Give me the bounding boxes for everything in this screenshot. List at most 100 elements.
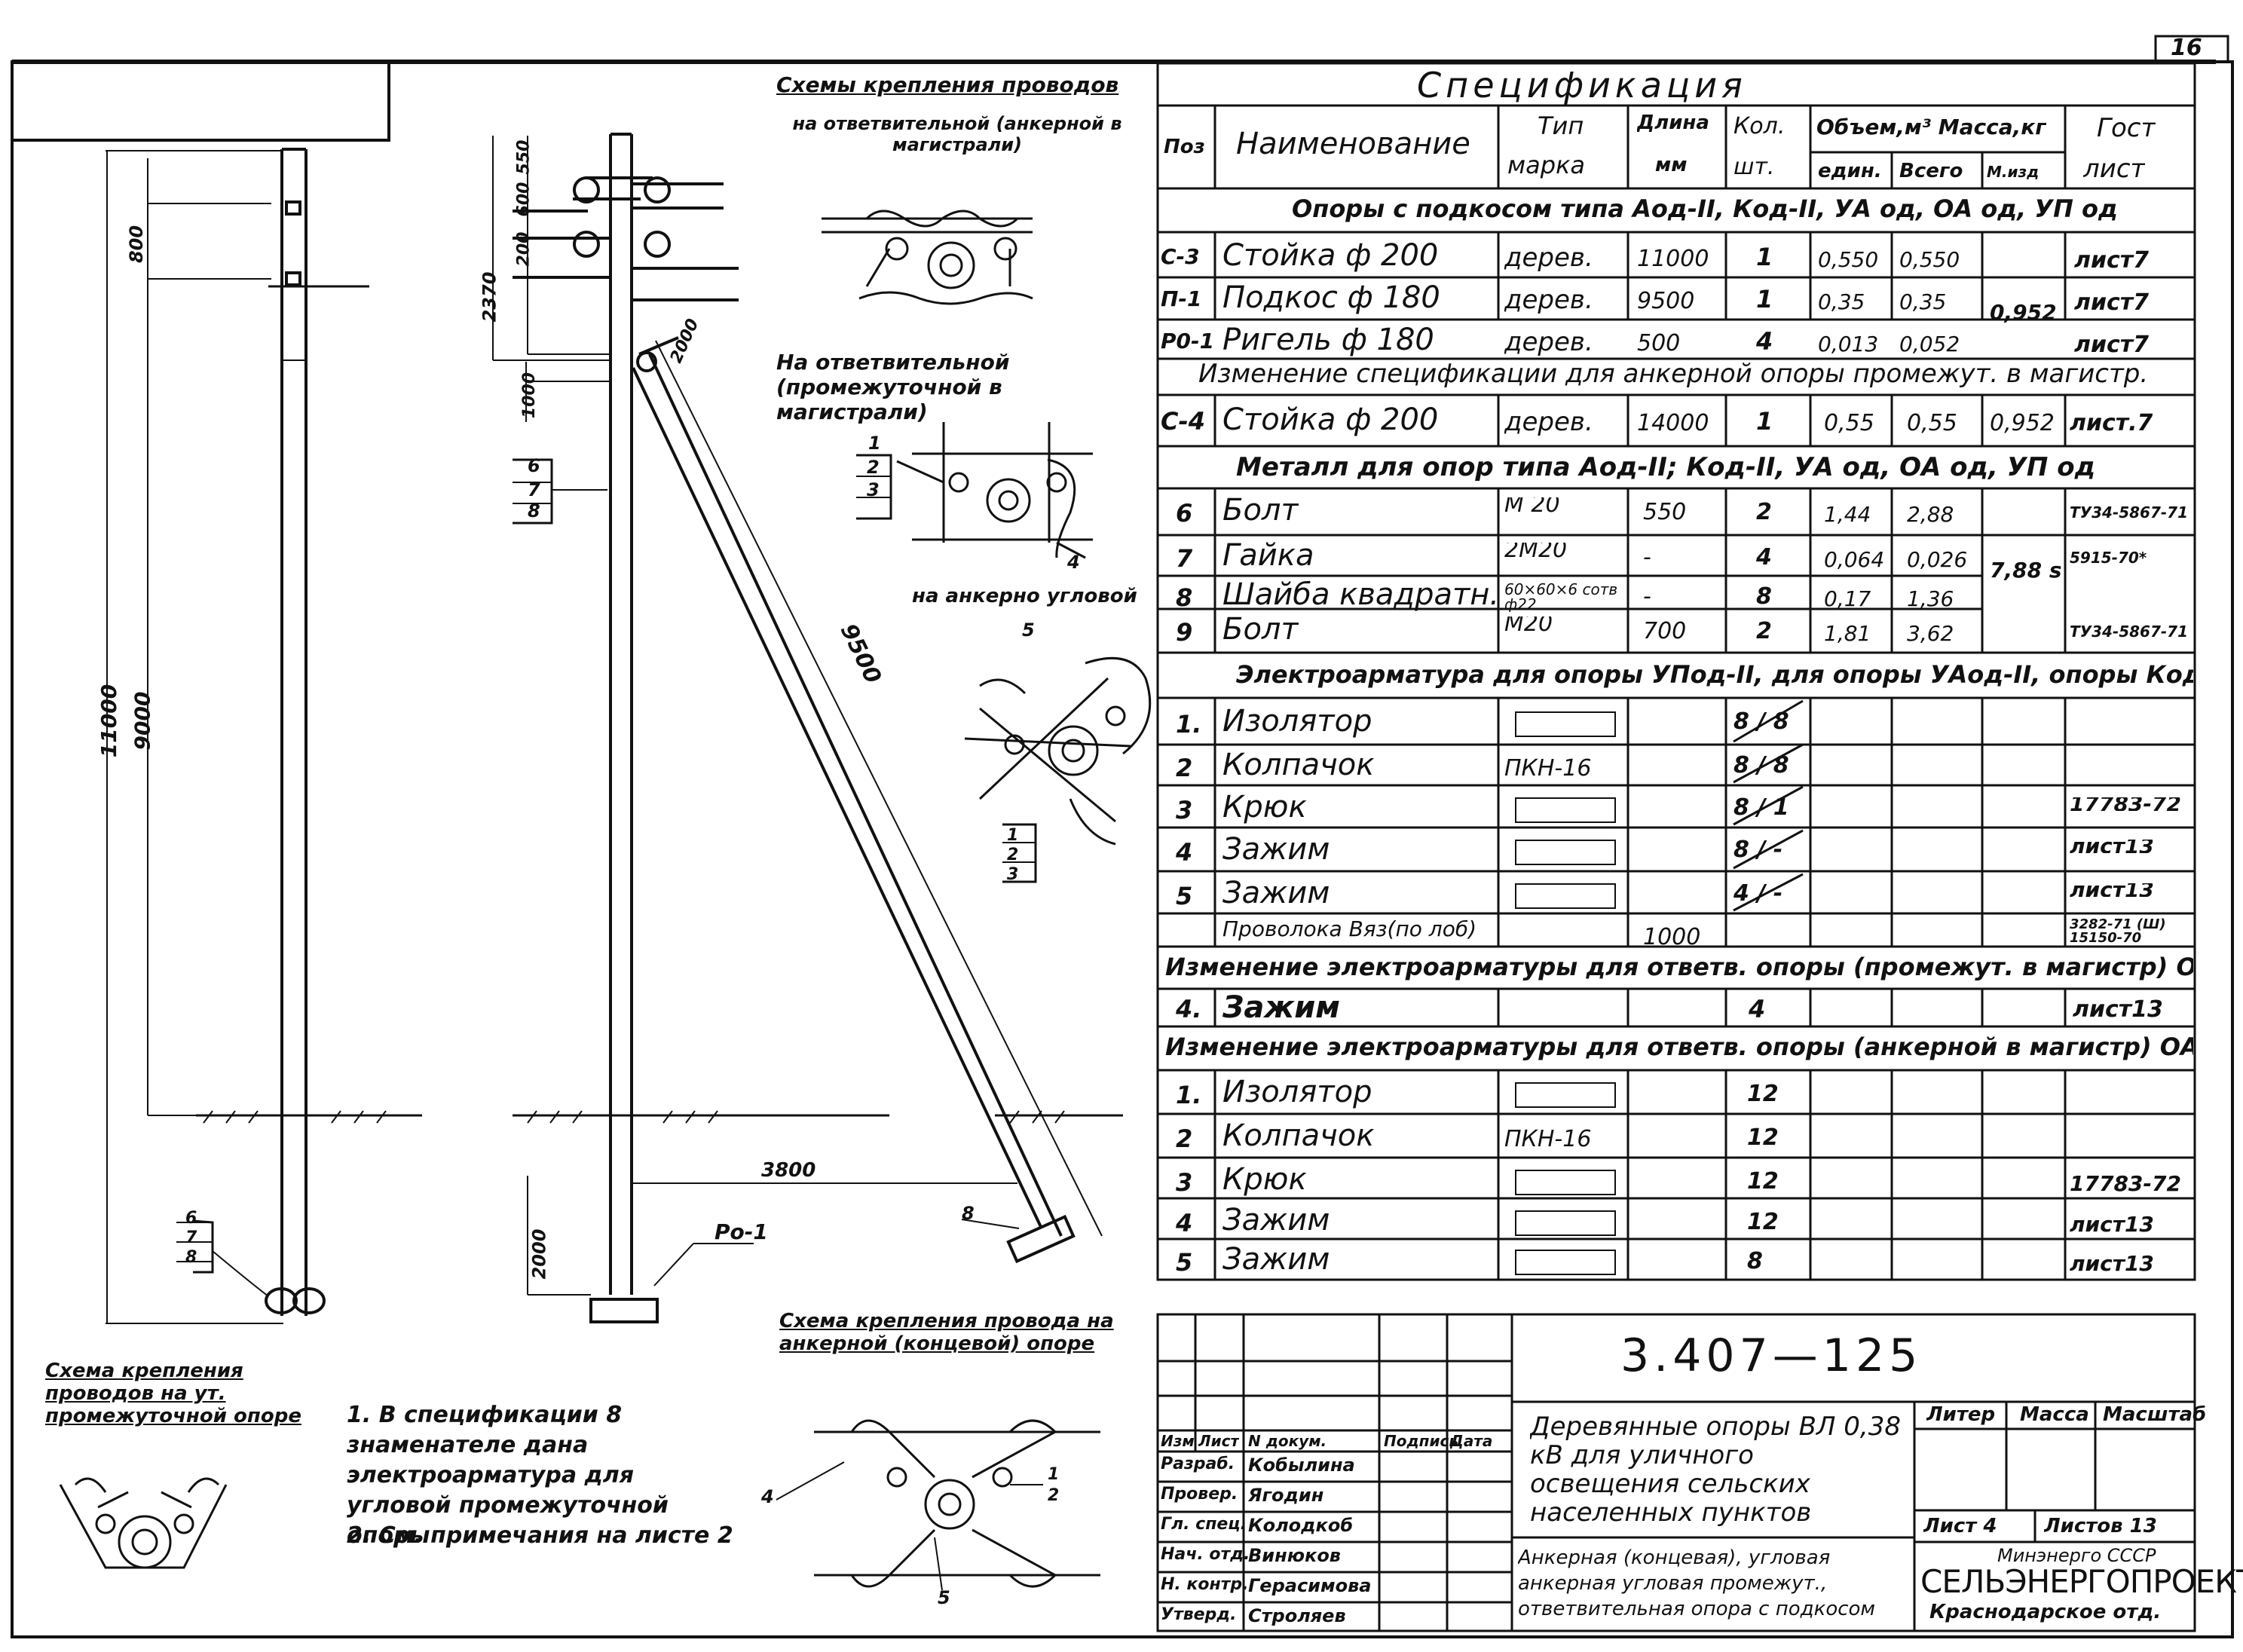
liter-label: Литер — [1926, 1403, 1996, 1426]
row-qty: 1 — [1756, 285, 1773, 314]
signer-role: Гл. спец. — [1161, 1515, 1247, 1534]
row5-name: Зажим — [1222, 990, 1340, 1025]
callout-4: 4 — [761, 1486, 774, 1507]
callout-8: 8 — [528, 500, 540, 522]
col-head-per-item: М.изд — [1987, 163, 2040, 181]
row-qty: 8 / - — [1734, 837, 1783, 863]
row2-mass: 0,952 — [1990, 410, 2055, 436]
scheme-left-title: Схема крепления проводов на ут. промежут… — [45, 1360, 301, 1427]
title-block-grid — [1156, 1313, 2196, 1632]
row-type: ПКН-16 — [1504, 1126, 1592, 1152]
row2-unit: 0,55 — [1824, 410, 1874, 436]
row-len: - — [1643, 583, 1651, 610]
row-name: Зажим — [1222, 1242, 1330, 1277]
label-ro1: Ро-1 — [715, 1219, 768, 1244]
mass-total-3: 7,88 s — [1990, 558, 2062, 583]
row2-len: 14000 — [1637, 410, 1709, 436]
row-name: Колпачок — [1222, 748, 1375, 782]
dept-name: Краснодарское отд. — [1929, 1601, 2162, 1623]
row-pos: 4 — [1176, 838, 1193, 867]
section-heading: Изменение электроарматуры для ответв. оп… — [1165, 1032, 2193, 1061]
row-len: 550 — [1643, 499, 1687, 525]
callout-1: 1 — [1048, 1465, 1060, 1484]
section-heading: Опоры с подкосом типа Аод-II, Код-II, УА… — [1292, 194, 2118, 223]
row-pos: 9 — [1176, 618, 1193, 647]
row2-name: Стойка ф 200 — [1222, 402, 1439, 437]
row-pos: 5 — [1176, 882, 1193, 910]
row-pos: 1. — [1176, 1081, 1202, 1109]
col-head-pos: Поз — [1164, 136, 1205, 158]
spec-title: Спецификация — [1417, 65, 1747, 106]
blank-type-box — [1515, 1210, 1616, 1236]
row-gost: ТУ34-5867-71 — [2070, 503, 2188, 522]
title-col-head: N докум. — [1248, 1432, 1327, 1450]
row-pos: 5 — [1176, 1248, 1193, 1277]
col-head-volume-mass: Объем,м³ Масса,кг — [1816, 115, 2046, 139]
scheme-anchor — [964, 656, 1152, 846]
ministry-label: Минэнерго СССР — [1997, 1545, 2156, 1566]
row-total: 2,88 — [1907, 502, 1954, 527]
section-heading: Металл для опор типа Аод-II; Код-II, УА … — [1236, 452, 2096, 482]
row-qty: 8 / 8 — [1734, 708, 1789, 735]
signer-role: Провер. — [1161, 1485, 1238, 1504]
single-pole — [106, 148, 369, 1324]
corner-stamp — [11, 60, 390, 142]
row-qty: 8 / 1 — [1734, 794, 1789, 821]
row-total: 0,550 — [1899, 247, 1960, 272]
row-pos: 8 — [1176, 583, 1193, 612]
row-type: 60×60×6 сотв ф22 — [1504, 582, 1618, 612]
row-type: дерев. — [1504, 243, 1593, 273]
row-total: 0,052 — [1899, 332, 1960, 356]
section-heading: Изменение электроарматуры для ответв. оп… — [1165, 953, 2193, 981]
row-len: 700 — [1643, 618, 1687, 644]
row-qty: 8 / 8 — [1734, 752, 1789, 779]
blank-type-box — [1515, 1170, 1616, 1195]
callout-2: 2 — [867, 457, 880, 478]
row-name: Крюк — [1222, 1162, 1307, 1197]
row-name: Шайба квадратн. — [1222, 577, 1500, 612]
col-head-type-bottom: марка — [1507, 151, 1585, 179]
row-name: Изолятор — [1222, 704, 1372, 739]
row-unit: 0,550 — [1818, 247, 1879, 272]
row-unit: 0,013 — [1818, 332, 1879, 356]
col-head-length-bottom: мм — [1655, 154, 1688, 176]
title-col-head: Подпись — [1384, 1432, 1458, 1450]
blank-type-box — [1515, 840, 1616, 865]
signer-name: Ягодин — [1248, 1485, 1324, 1506]
row-gost: лист13 — [2070, 840, 2154, 853]
scheme-bottom-title: Схема крепления провода на анкерной (кон… — [779, 1310, 1114, 1355]
row2-total: 0,55 — [1907, 410, 1957, 436]
row-qty: 1 — [1756, 243, 1773, 271]
callout-2: 2 — [1007, 846, 1019, 864]
strut-pole — [492, 133, 1103, 1323]
blank-type-box — [1515, 797, 1616, 823]
row-qty: 4 — [1756, 327, 1773, 356]
row-type: дерев. — [1504, 327, 1593, 357]
row-total: 0,35 — [1899, 289, 1947, 314]
row-type: ПКН-16 — [1504, 755, 1592, 782]
mass-label: Масса — [2020, 1403, 2089, 1426]
row-len: 1000 — [1643, 924, 1701, 950]
row-name: Колпачок — [1222, 1118, 1375, 1153]
row-qty: 8 — [1756, 583, 1772, 610]
col-head-name: Наименование — [1236, 127, 1470, 161]
title-col-head: Изм — [1161, 1432, 1195, 1450]
row-pos: 2 — [1176, 1124, 1193, 1153]
signer-role: Утверд. — [1161, 1605, 1237, 1624]
callout-7: 7 — [528, 479, 540, 500]
signer-role: Н. контр. — [1161, 1575, 1249, 1594]
row-len: 500 — [1637, 330, 1681, 356]
row-qty: 8 — [1747, 1248, 1763, 1274]
row-gost: лист13 — [2070, 1251, 2154, 1276]
spec-grid — [1156, 62, 2196, 1281]
callout-1: 1 — [1007, 826, 1019, 845]
col-head-gost-top: Гост — [2097, 113, 2156, 143]
row-gost: ТУ34-5867-71 — [2070, 623, 2188, 641]
signer-name: Строляев — [1248, 1605, 1346, 1626]
callout-3: 3 — [867, 479, 880, 500]
row-qty: 12 — [1747, 1209, 1779, 1235]
row-type: М 20 — [1504, 497, 1560, 512]
row-unit: 0,17 — [1824, 586, 1871, 611]
row-pos: 1. — [1176, 710, 1202, 739]
